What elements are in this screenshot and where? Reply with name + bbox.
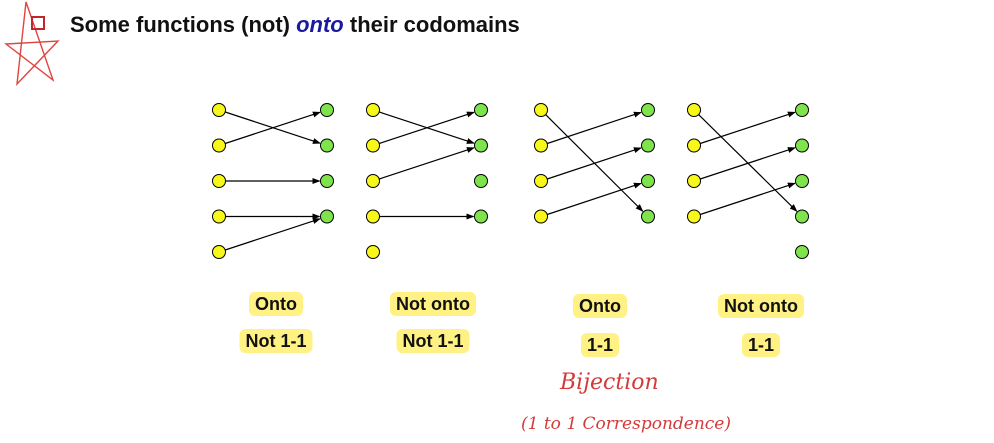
- title-emphasis: onto: [296, 12, 344, 37]
- codomain-node: [641, 103, 655, 117]
- domain-node: [687, 174, 701, 188]
- diagram-1-label-2: Not 1-1: [239, 329, 313, 353]
- mapping-arrow: [700, 111, 796, 145]
- mapping-diagram-1: [212, 103, 334, 259]
- diagram-3-label-1: Onto: [573, 294, 627, 318]
- codomain-node: [474, 103, 488, 117]
- codomain-node: [474, 138, 488, 153]
- codomain-node: [795, 245, 809, 259]
- domain-node: [687, 138, 701, 153]
- diagram-1-label-1: Onto: [249, 292, 303, 316]
- mapping-arrow: [700, 182, 796, 216]
- domain-node: [212, 174, 226, 188]
- codomain-node: [474, 174, 488, 188]
- domain-node: [534, 174, 548, 188]
- mapping-arrow: [225, 111, 321, 145]
- bullet-square-icon: [31, 16, 45, 30]
- codomain-node: [795, 103, 809, 117]
- mapping-arrow: [700, 147, 796, 180]
- domain-node: [366, 174, 380, 188]
- domain-node: [534, 209, 548, 224]
- codomain-node: [474, 209, 488, 224]
- mapping-arrow: [547, 182, 642, 216]
- domain-node: [534, 103, 548, 117]
- mapping-arrow: [547, 147, 642, 180]
- diagram-2-label-2: Not 1-1: [396, 329, 470, 353]
- domain-node: [212, 209, 226, 224]
- mapping-diagram-3: [534, 103, 655, 224]
- domain-node: [366, 103, 380, 117]
- mapping-arrow: [547, 111, 642, 145]
- domain-node: [534, 138, 548, 153]
- domain-node: [366, 138, 380, 153]
- domain-node: [212, 138, 226, 153]
- diagram-3-label-2: 1-1: [580, 333, 620, 357]
- codomain-node: [641, 174, 655, 188]
- codomain-node: [320, 103, 334, 117]
- codomain-node: [795, 138, 809, 153]
- domain-node: [687, 209, 701, 224]
- domain-node: [687, 103, 701, 117]
- slide-title: Some functions (not) onto their codomain…: [70, 12, 520, 38]
- handwritten-bijection: Bijection: [560, 370, 659, 395]
- mapping-arrow: [379, 111, 475, 145]
- domain-node: [212, 103, 226, 117]
- diagram-4-label-1: Not onto: [718, 294, 804, 318]
- codomain-node: [641, 138, 655, 153]
- codomain-node: [320, 209, 334, 224]
- star-doodle: [4, 1, 60, 86]
- function-diagrams: [212, 103, 809, 259]
- diagram-2-label-1: Not onto: [390, 292, 476, 316]
- codomain-node: [320, 138, 334, 153]
- codomain-node: [641, 209, 655, 224]
- diagram-4-label-2: 1-1: [741, 333, 781, 357]
- domain-node: [366, 209, 380, 224]
- codomain-node: [795, 209, 809, 224]
- title-part-2: their codomains: [343, 12, 520, 37]
- codomain-node: [795, 174, 809, 188]
- codomain-node: [320, 174, 334, 188]
- domain-node: [366, 245, 380, 259]
- mapping-diagram-4: [687, 103, 809, 259]
- handwritten-correspondence: (1 to 1 Correspondence): [521, 414, 731, 434]
- mapping-diagram-2: [366, 103, 488, 259]
- mapping-arrow: [379, 147, 475, 180]
- domain-node: [212, 245, 226, 259]
- mapping-arrow: [225, 218, 321, 251]
- title-part-1: Some functions (not): [70, 12, 297, 37]
